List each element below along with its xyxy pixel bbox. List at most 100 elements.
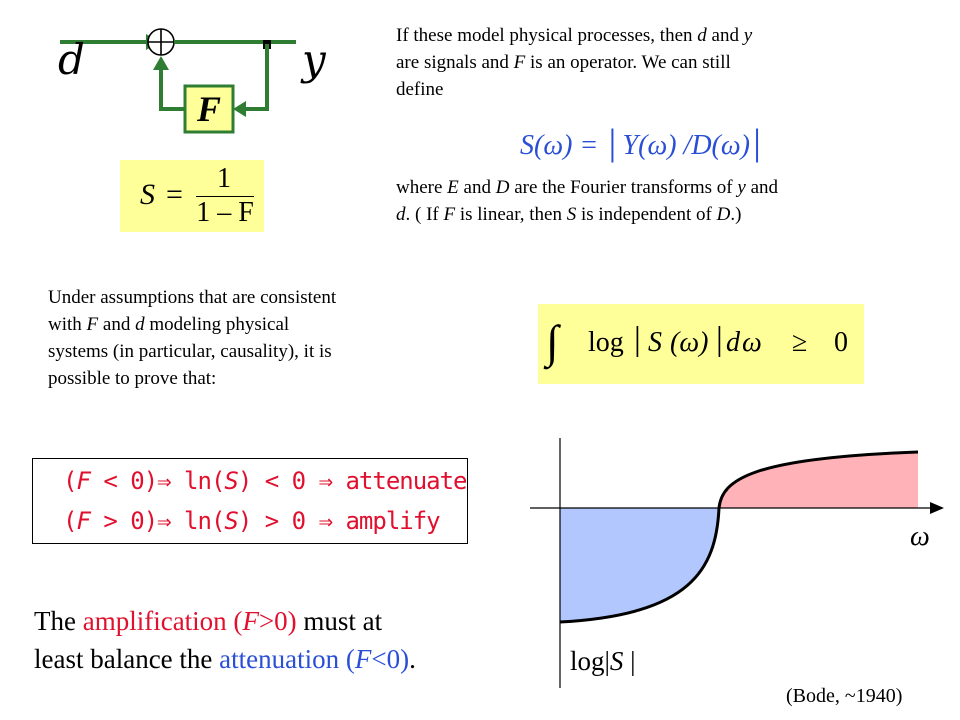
feedback-block-diagram (60, 28, 296, 134)
x-axis-arrowhead (930, 502, 944, 514)
ylabel-bar: | (604, 646, 610, 676)
sensitivity-numerator: 1 (217, 163, 231, 194)
conclusion-F: F (354, 644, 372, 674)
implies-icon: ⇒ (318, 467, 333, 495)
transform-text: is independent of (576, 204, 717, 225)
impl-text: ln( (170, 467, 225, 495)
implication-box: (F < 0)⇒ ln(S) < 0 ⇒ attenuate (F > 0)⇒ … (32, 458, 468, 544)
conclusion-attenuation: <0) (371, 644, 410, 674)
attenuation-region (560, 508, 719, 622)
intro-paragraph: If these model physical processes, then … (396, 22, 936, 103)
intro-text: is an operator. We can still (525, 52, 731, 73)
sensitivity-lhs: S (140, 178, 155, 211)
conclusion-text: The (34, 606, 83, 636)
diagram-block-label: F (196, 89, 221, 129)
impl-text: ) < 0 (237, 467, 319, 495)
conclusion-F: F (242, 606, 259, 636)
conclusion-paragraph: The amplification (F>0) must at least ba… (34, 602, 416, 678)
implies-icon: ⇒ (157, 467, 171, 495)
ylabel-bar: | (623, 646, 636, 676)
sensitivity-formula-box: S = 1 1 – F (120, 160, 264, 232)
feedback-arrowhead-up (153, 56, 169, 70)
sensitivity-denominator: 1 – F (196, 197, 254, 228)
intro-F: F (513, 52, 526, 73)
transform-text: and (458, 177, 496, 198)
conclusion-amplification: >0) (258, 606, 297, 636)
assumptions-paragraph: Under assumptions that are consistent wi… (48, 284, 478, 392)
impl-word-attenuate: attenuate (332, 467, 467, 495)
bode-integral-box: ∫ log | S (ω) | d ω ≥ 0 (538, 304, 864, 384)
impl-text: ( (63, 467, 77, 495)
feedback-arrowhead-in (233, 101, 246, 117)
impl-S: S (224, 507, 238, 535)
impl-F: F (76, 507, 90, 535)
integral-omega-arg: (ω) (670, 327, 709, 358)
transform-text: where (396, 177, 448, 198)
transform-D: D (495, 177, 510, 198)
amplification-region (719, 452, 918, 508)
assumptions-text: modeling physical (144, 314, 290, 335)
implication-line-attenuate: (F < 0)⇒ ln(S) < 0 ⇒ attenuate (63, 463, 468, 499)
intro-text: If these model physical processes, then (396, 25, 698, 46)
diagram-input-label: d (58, 35, 85, 84)
intro-text: define (396, 79, 444, 100)
integral-bar-open: | (634, 321, 641, 358)
intro-d: d (697, 25, 707, 46)
assumptions-text: and (98, 314, 136, 335)
integral-S: S (648, 327, 662, 358)
transform-text: are the Fourier transforms of (509, 177, 738, 198)
ylabel-S: S (609, 646, 624, 676)
implies-icon: ⇒ (318, 507, 333, 535)
transform-E: E (447, 177, 459, 198)
impl-text: < 0) (89, 467, 158, 495)
operator-block (183, 84, 235, 134)
impl-text: ( (63, 507, 77, 535)
integral-geq: ≥ (792, 327, 808, 358)
impl-F: F (76, 467, 90, 495)
transform-text: and (745, 177, 779, 198)
transform-text: . ( If (405, 204, 444, 225)
assumptions-text: Under assumptions that are consistent (48, 287, 337, 308)
integral-zero: 0 (834, 327, 848, 358)
integral-d: d (726, 327, 740, 358)
transform-d: d (396, 204, 406, 225)
sensitivity-fraction-bar (196, 196, 254, 197)
diagram-output-label: y (302, 35, 326, 84)
conclusion-text: least balance the (34, 644, 220, 674)
conclusion-text: must at (296, 606, 383, 636)
conclusion-amplification: amplification ( (82, 606, 243, 636)
plot-x-axis-label: ω (910, 521, 930, 552)
intro-y: y (743, 25, 753, 46)
integral-bar-close: | (716, 321, 723, 358)
transform-D2: D (716, 204, 731, 225)
integral-sign: ∫ (546, 316, 559, 367)
assumptions-F: F (86, 314, 99, 335)
transform-F: F (443, 204, 456, 225)
transform-text: is linear, then (455, 204, 567, 225)
implication-line-amplify: (F > 0)⇒ ln(S) > 0 ⇒ amplify (63, 503, 441, 539)
log-sensitivity-curve (559, 450, 919, 624)
impl-text: > 0) (89, 507, 158, 535)
impl-text: ) > 0 (237, 507, 319, 535)
transform-S: S (566, 204, 577, 225)
sensitivity-plot (530, 438, 944, 688)
sensitivity-definition: S(ω) = │Y(ω) /D(ω)│ (520, 130, 768, 161)
impl-text: ln( (170, 507, 225, 535)
conclusion-attenuation: attenuation ( (219, 644, 355, 674)
assumptions-d: d (135, 314, 145, 335)
transform-paragraph: where E and D are the Fourier transforms… (396, 174, 948, 228)
conclusion-text: . (409, 644, 416, 674)
integral-omega: ω (742, 327, 762, 358)
impl-S: S (224, 467, 238, 495)
integral-log: log (588, 327, 624, 358)
bode-citation: (Bode, ~1940) (786, 685, 903, 707)
assumptions-text: with (48, 314, 87, 335)
intro-text: and (706, 25, 744, 46)
plot-y-axis-label: log|S | (570, 644, 636, 678)
assumptions-text: systems (in particular, causality), it i… (48, 341, 332, 362)
impl-word-amplify: amplify (332, 507, 440, 535)
sensitivity-eq: = (166, 178, 183, 211)
ylabel-log: log (570, 646, 605, 676)
transform-y: y (737, 177, 746, 198)
